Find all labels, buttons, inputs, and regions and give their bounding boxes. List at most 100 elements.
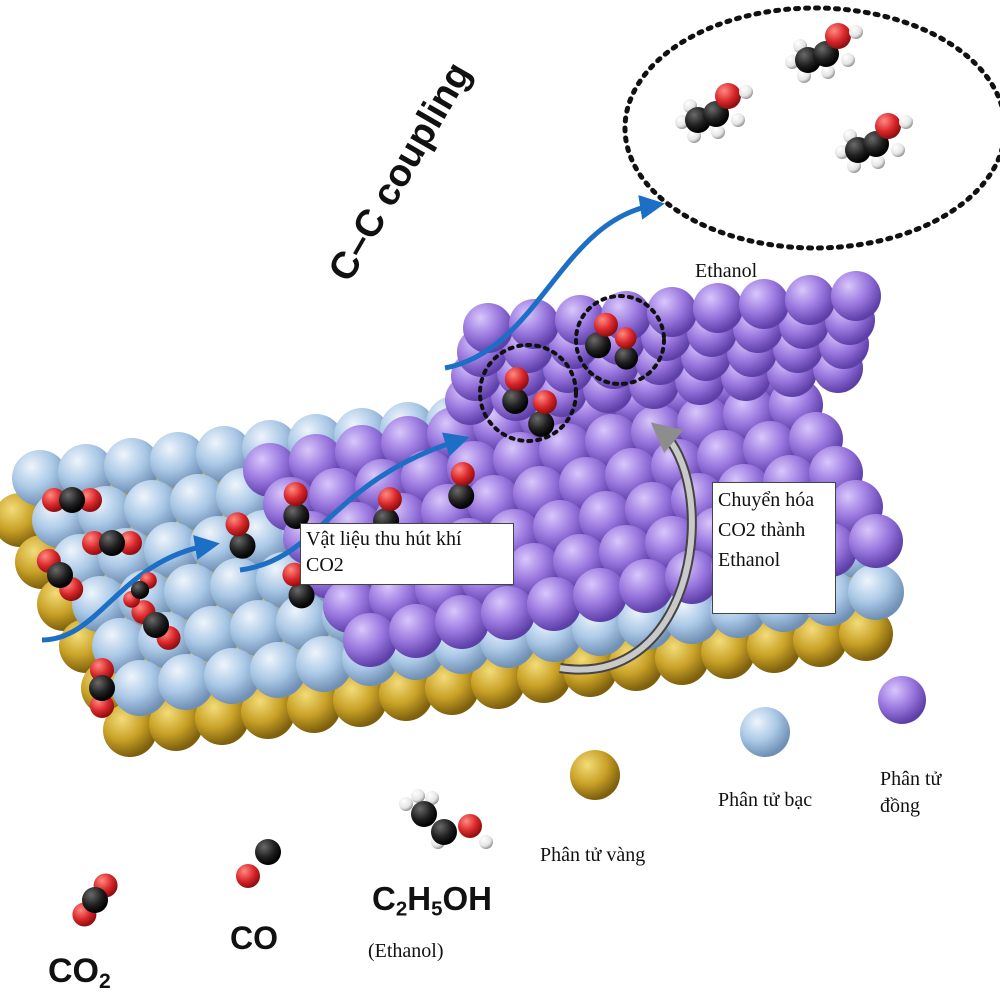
legend-atoms: [72, 676, 926, 927]
legend-hydrogen-atom: [399, 797, 413, 811]
silver-atom: [848, 564, 904, 620]
hydrogen-atom: [739, 85, 753, 99]
hydrogen-atom: [841, 53, 855, 67]
gold-atom: [149, 697, 203, 751]
copper-atom: [555, 295, 605, 345]
copper-atom: [849, 514, 903, 568]
co2-oxygen-atom: [89, 658, 114, 682]
hydrogen-atom: [849, 25, 863, 39]
copper-atom: [647, 287, 697, 337]
gold-atom: [655, 631, 709, 685]
flow-arrows: [41, 195, 697, 675]
sorbent-material-label: Vật liệu thu hút khí CO2: [300, 523, 514, 585]
co-oxygen-atom: [283, 482, 308, 507]
ethanol-name-label: (Ethanol): [368, 940, 444, 962]
gold-atom: [287, 679, 341, 733]
gold-atom: [195, 691, 249, 745]
gold-atom: [241, 685, 295, 739]
co-oxygen-atom: [504, 367, 529, 392]
silver-atom-label: Phân tử bạc: [718, 789, 813, 811]
co2-oxygen-atom: [82, 531, 106, 555]
gold-atom: [333, 673, 387, 727]
sorbent-label-line2: CO2: [306, 554, 344, 576]
hydrogen-atom: [821, 65, 835, 79]
silver-atom-swatch: [740, 707, 790, 757]
gold-atom: [471, 655, 525, 709]
co-carbon-atom: [528, 410, 555, 437]
conversion-label-line3: Ethanol: [718, 549, 781, 571]
gold-atom-swatch: [570, 750, 620, 800]
copper-atom: [739, 279, 789, 329]
co-carbon-atom: [614, 346, 638, 370]
gold-atom: [839, 607, 893, 661]
co-carbon-atom: [283, 502, 310, 529]
co-carbon-atom: [585, 332, 612, 359]
legend-hydrogen-atom: [411, 789, 425, 803]
silver-atom: [204, 648, 260, 704]
molecules: [36, 23, 913, 718]
silver-atom: [58, 444, 114, 500]
co2-carbon-atom: [130, 580, 150, 600]
active-site-circle: [574, 294, 666, 386]
active-site-circle: [478, 343, 578, 443]
co-carbon-atom: [229, 532, 256, 559]
oxygen-atom: [875, 113, 901, 139]
silver-atom: [250, 642, 306, 698]
gold-atom: [793, 613, 847, 667]
legend-carbon-atom: [411, 801, 437, 827]
co2-formula: CO2: [48, 952, 111, 993]
co-oxygen-atom: [532, 390, 557, 415]
co-oxygen-atom: [593, 312, 618, 337]
gold-atom: [103, 703, 157, 757]
gold-atom: [609, 637, 663, 691]
silver-atom: [104, 438, 160, 494]
co2-carbon-atom: [143, 612, 169, 638]
legend-carbon-atom: [255, 839, 281, 865]
oxygen-atom: [715, 83, 741, 109]
legend-oxygen-atom: [458, 814, 482, 838]
hydrogen-atom: [731, 113, 745, 127]
copper-atom: [527, 577, 581, 631]
blue-flow-arrow: [239, 432, 470, 573]
silver-atom: [112, 660, 168, 716]
silver-atom: [124, 480, 180, 536]
silver-atom: [158, 654, 214, 710]
copper-atom-swatch: [878, 676, 926, 724]
blue-flow-arrow: [41, 535, 220, 643]
copper-label-line1: Phân tử: [880, 768, 942, 790]
silver-atom: [296, 636, 352, 692]
co-oxygen-atom: [450, 462, 475, 487]
hydrogen-atom: [871, 155, 885, 169]
ethanol-product-region: [622, 5, 1000, 251]
co2-oxygen-atom: [78, 488, 102, 512]
gold-atom: [425, 661, 479, 715]
silver-atom: [210, 558, 266, 614]
hydrogen-atom: [711, 125, 725, 139]
gold-atom: [0, 493, 47, 547]
legend-hydrogen-atom: [425, 791, 439, 805]
ethanol-formula: C2H5OH: [372, 880, 492, 921]
co-carbon-atom: [288, 582, 315, 609]
co-formula: CO: [230, 920, 278, 956]
conversion-label-line1: Chuyển hóa: [718, 489, 815, 511]
oxygen-atom: [825, 23, 851, 49]
gold-atom: [747, 619, 801, 673]
legend-oxygen-atom: [236, 864, 260, 888]
copper-atom: [435, 595, 489, 649]
legend-carbon-atom: [82, 887, 108, 913]
conversion-label: Chuyển hóa CO2 thành Ethanol: [712, 482, 836, 614]
silver-atom: [164, 564, 220, 620]
co2-carbon-atom: [59, 487, 85, 513]
co2-carbon-atom: [99, 530, 125, 556]
copper-atom: [509, 299, 559, 349]
silver-atom: [72, 576, 128, 632]
silver-atom: [184, 606, 240, 662]
copper-atom: [573, 568, 627, 622]
copper-atom-label: Phân tử đồng: [880, 766, 941, 820]
gold-atom: [379, 667, 433, 721]
silver-atom: [196, 426, 252, 482]
co-carbon-atom: [448, 482, 475, 509]
copper-atom: [619, 559, 673, 613]
sorbent-label-line1: Vật liệu thu hút khí: [306, 528, 462, 550]
